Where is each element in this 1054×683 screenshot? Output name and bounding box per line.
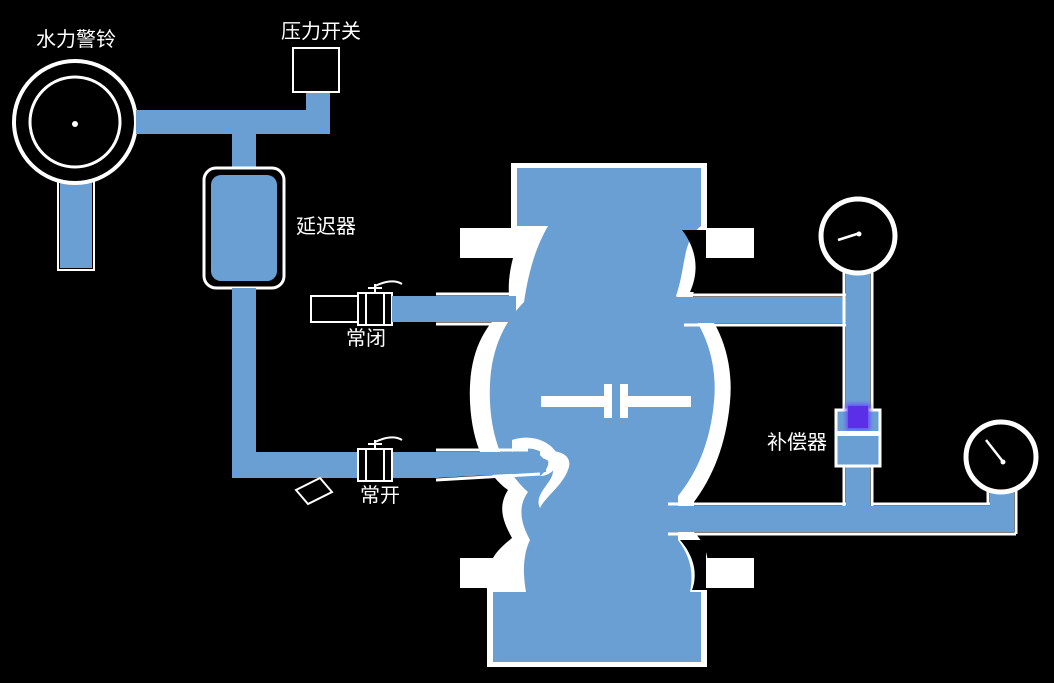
label-water-alarm: 水力警铃 — [36, 27, 116, 51]
alarm-bell-center — [72, 121, 78, 127]
nc-pipe-right — [392, 296, 438, 322]
valve-seat — [512, 437, 558, 476]
retard-chamber-body — [211, 175, 277, 281]
nc-line-into-valve — [436, 296, 516, 322]
label-normally-closed: 常闭 — [346, 326, 386, 350]
alarm-valve-body — [460, 163, 754, 667]
valve-right-cavity — [682, 230, 706, 292]
normally-open-line — [232, 452, 438, 478]
lower-gauge-needle — [985, 439, 1005, 464]
no-line-into-valve — [436, 452, 546, 478]
label-normally-open: 常开 — [360, 483, 400, 507]
normally-open-valve — [357, 436, 403, 482]
retard-top-pipe — [232, 130, 256, 170]
compensator — [834, 404, 882, 468]
upper-gauge-line — [676, 297, 870, 323]
upper-gauge-needle — [837, 231, 861, 242]
label-compensator: 补偿器 — [767, 430, 827, 454]
alarm-drain-pipe — [60, 178, 92, 268]
label-pressure-switch: 压力开关 — [281, 19, 361, 43]
compensator-piston — [848, 406, 868, 428]
upper-pressure-gauge — [818, 196, 898, 276]
pressure-switch-box — [292, 47, 340, 93]
nc-pipe-left — [310, 295, 360, 323]
compensator-riser — [846, 262, 870, 512]
normally-closed-valve — [310, 280, 438, 326]
lower-gauge-line — [664, 506, 1014, 532]
upper-left-flange — [460, 228, 522, 258]
pressure-switch-riser — [306, 92, 330, 134]
water-alarm-bell — [12, 59, 138, 271]
strainer-stub — [294, 476, 334, 506]
valve-right-lower-cavity — [680, 540, 706, 590]
nc-valve-body — [357, 292, 393, 326]
retard-bottom-pipe — [232, 288, 256, 478]
nc-valve-handle — [368, 280, 403, 293]
label-retard-chamber: 延迟器 — [296, 214, 356, 238]
valve-interior — [489, 168, 715, 662]
lower-pressure-gauge — [963, 419, 1039, 495]
no-valve-handle — [368, 436, 403, 449]
